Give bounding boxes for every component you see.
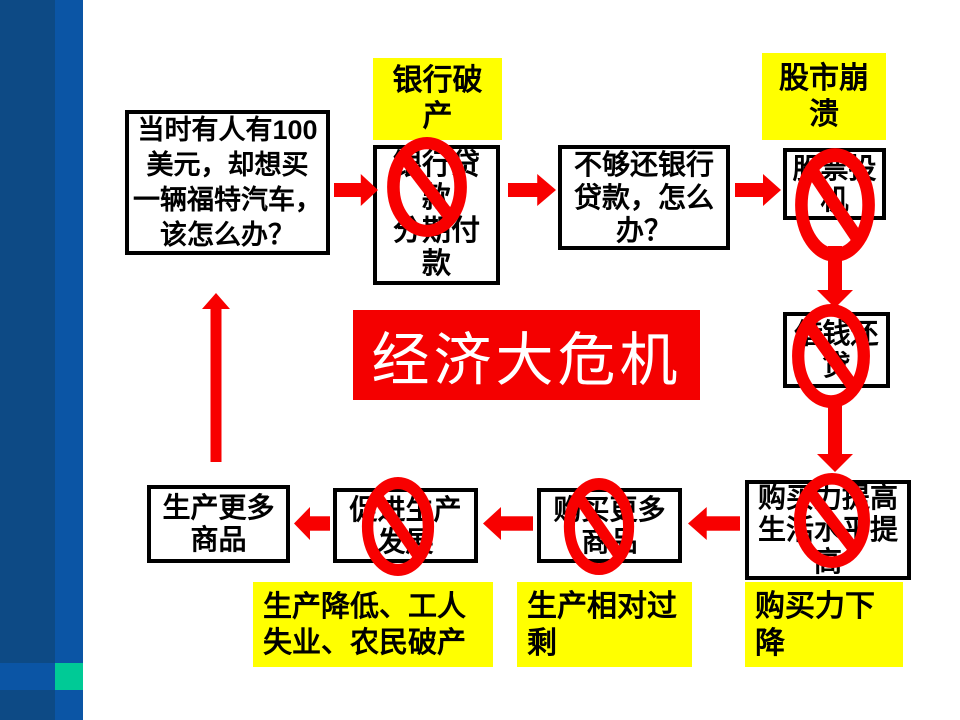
- flow-box-bank-loan: 银行贷 款 分期付 款: [373, 145, 500, 285]
- flow-box-not-enough-to-repay: 不够还银行 贷款，怎么 办？: [558, 145, 730, 250]
- flow-box-produce-more-goods: 生产更多 商品: [147, 485, 290, 563]
- label-stock-market-crash: 股市崩 溃: [762, 53, 886, 140]
- sidebar-accent-green-square: [55, 663, 83, 690]
- flow-box-start: 当时有人有100 美元，却想买 一辆福特汽车， 该怎么办？: [125, 110, 330, 255]
- arrow-down-borrow-to-power-icon: [817, 398, 853, 472]
- arrow-left-promote-to-produce-icon: [294, 507, 330, 540]
- arrow-right-bankloan-to-notenough-icon: [508, 174, 556, 206]
- flow-box-stock-speculation: 股票投 机: [783, 148, 886, 220]
- arrow-right-start-to-bankloan-icon: [334, 174, 378, 206]
- flow-box-purchasing-power-up: 购买力提高 生活水平提 高: [745, 480, 911, 580]
- label-production-decline: 生产降低、工人 失业、农民破产: [253, 582, 493, 667]
- arrow-left-power-to-buymore-icon: [688, 507, 740, 540]
- arrow-left-buymore-to-promote-icon: [483, 507, 533, 540]
- sidebar-dark-stripe: [0, 0, 55, 720]
- flow-box-borrow-to-repay: 借钱还 贷: [783, 312, 890, 388]
- sidebar-light-stripe: [55, 0, 83, 720]
- label-bank-bankruptcy: 银行破 产: [373, 58, 502, 140]
- arrow-up-produce-to-start-icon: [202, 293, 230, 462]
- sidebar-accent-blue-square: [0, 663, 55, 690]
- crisis-banner-title: 经济大危机: [353, 310, 700, 400]
- label-relative-overproduction: 生产相对过 剩: [517, 582, 692, 667]
- arrow-down-stock-to-borrow-icon: [817, 246, 853, 308]
- flow-box-promote-production: 促进生产 发展: [333, 488, 478, 563]
- label-purchasing-power-down: 购买力下 降: [745, 582, 903, 667]
- arrow-right-notenough-to-stock-icon: [735, 174, 781, 206]
- flow-box-buy-more-goods: 购买更多 商品: [537, 488, 682, 563]
